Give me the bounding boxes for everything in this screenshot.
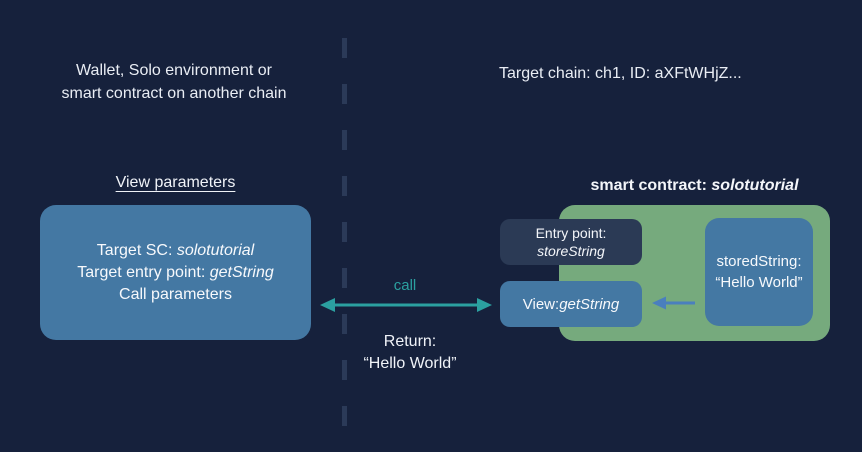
- call-label: call: [393, 277, 417, 294]
- view-function-name: getString: [559, 295, 620, 313]
- stored-string-value: “Hello World”: [715, 274, 803, 291]
- stored-string-box: storedString: “Hello World”: [705, 218, 813, 326]
- left-caption-line1: Wallet, Solo environment or: [76, 62, 272, 79]
- stored-string-arrow-icon: [652, 296, 695, 310]
- target-sc-name: solotutorial: [176, 241, 255, 259]
- left-caption-line2: smart contract on another chain: [61, 85, 287, 102]
- entry-point-box: Entry point: storeString: [500, 219, 642, 265]
- target-chain-text: Target chain: ch1, ID: aXFtWHjZ...: [499, 65, 742, 82]
- params-line-target-sc: Target SC: solotutorial: [96, 241, 255, 259]
- dashed-divider: [342, 38, 347, 452]
- entry-point-label: Entry point:: [535, 225, 607, 241]
- view-parameters-title: View parameters: [115, 174, 236, 191]
- return-label: Return: “Hello World”: [330, 331, 490, 375]
- left-caption: Wallet, Solo environment or smart contra…: [15, 59, 333, 105]
- smart-contract-label: smart contract: solotutorial: [590, 177, 799, 194]
- return-label-line2: “Hello World”: [363, 355, 457, 372]
- stored-string-label: storedString:: [716, 253, 802, 270]
- call-arrow-icon: [320, 298, 492, 312]
- return-label-line1: Return:: [383, 333, 437, 350]
- params-line-call-parameters: Call parameters: [119, 285, 232, 303]
- entry-point-name: storeString: [537, 243, 605, 259]
- params-line-entry-point: Target entry point: getString: [77, 263, 274, 281]
- view-parameters-box: Target SC: solotutorial Target entry poi…: [40, 205, 311, 340]
- target-entry-point-name: getString: [209, 263, 274, 281]
- right-caption: Target chain: ch1, ID: aXFtWHjZ...: [499, 62, 819, 85]
- view-getstring-box: View: getString: [500, 281, 642, 327]
- smart-contract-name: solotutorial: [711, 177, 799, 194]
